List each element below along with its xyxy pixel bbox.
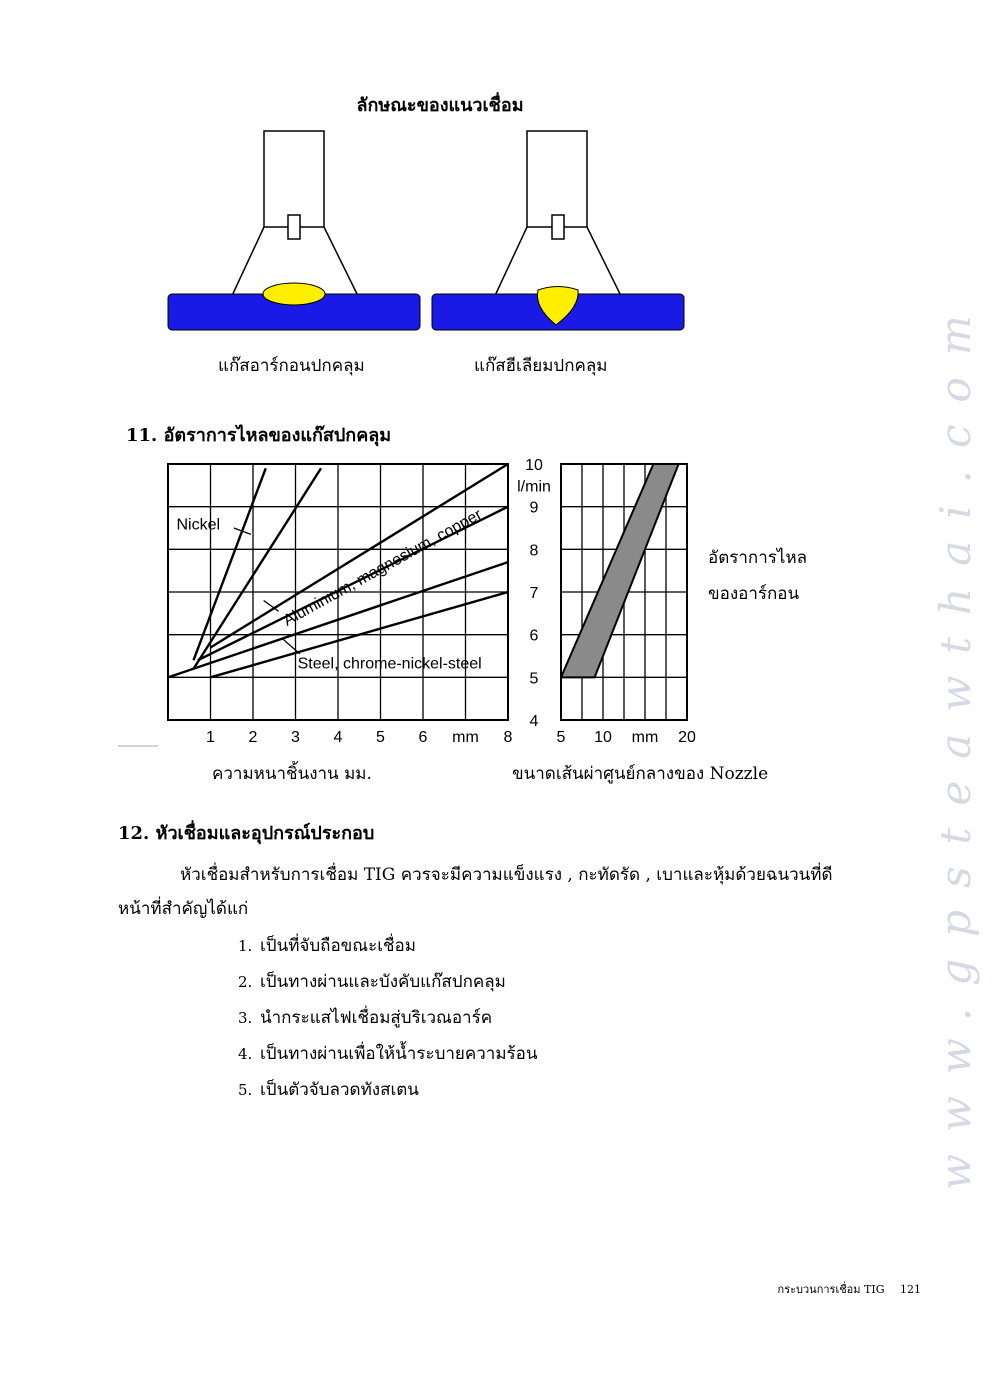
list-item: 4.เป็นทางผ่านเพื่อให้น้ำระบายความร้อน xyxy=(238,1044,538,1064)
page-number: 121 xyxy=(900,1283,921,1296)
footer-label: กระบวนการเชื่อม TIG xyxy=(777,1283,885,1296)
list-item: 1.เป็นที่จับถือขณะเชื่อม xyxy=(238,936,416,956)
band-group xyxy=(561,464,680,679)
section-12-title: 12. หัวเชื่อมและอุปกรณ์ประกอบ xyxy=(118,823,375,844)
series-group xyxy=(168,464,508,679)
x-tick-label: 2 xyxy=(249,729,258,746)
aluminium-label: Aluminium, magnesium, copper xyxy=(281,506,486,630)
watermark: www.gpsteawthai.com xyxy=(931,293,980,1190)
section-11-title: 11. อัตราการไหลของแก๊สปกคลุม xyxy=(126,425,392,446)
torch-paragraph-line2: หน้าที่สำคัญได้แก่ xyxy=(118,899,249,919)
list-item: 5.เป็นตัวจับลวดทังสเตน xyxy=(238,1080,419,1100)
series-line xyxy=(210,590,508,679)
torch-body xyxy=(263,130,325,228)
y-tick-label: 8 xyxy=(530,542,539,559)
x-tick-label: 10 xyxy=(594,729,612,746)
nickel-label: Nickel xyxy=(177,517,221,534)
y-tick-label: 6 xyxy=(530,628,539,645)
label-pointer xyxy=(282,638,301,655)
series-line xyxy=(197,505,508,662)
nozzle-caption: ขนาดเส้นผ่าศูนย์กลางของ Nozzle xyxy=(512,764,769,784)
list-item: 3.นำกระแสไฟเชื่อมสู่บริเวณอาร์ค xyxy=(238,1008,493,1028)
steel-label: Steel, chrome-nickel-steel xyxy=(298,655,482,672)
x-tick-label: 3 xyxy=(291,729,300,746)
argon-flow-label-2: ของอาร์กอน xyxy=(708,584,800,604)
label-pointer xyxy=(263,600,279,612)
argon-caption: แก๊สอาร์กอนปกคลุม xyxy=(218,356,365,376)
x-tick-label: 5 xyxy=(376,729,385,746)
argon-flow-label-1: อัตราการไหล xyxy=(708,548,808,568)
y-tick-label: 4 xyxy=(530,713,539,730)
series-line xyxy=(209,464,508,649)
helium-caption: แก๊สฮีเลียมปกคลุม xyxy=(474,356,608,376)
nozzle-flow-chart: 5 10 mm 20 xyxy=(557,463,696,746)
thickness-caption: ความหนาชิ้นงาน มม. xyxy=(212,764,372,784)
helium-weld-illustration xyxy=(431,130,685,331)
torch-body xyxy=(526,130,588,228)
y-tick-label: 10 xyxy=(525,457,543,474)
series-line xyxy=(168,560,508,679)
arc-cone-line xyxy=(229,226,265,301)
arc-cone-line xyxy=(586,226,624,301)
electrode xyxy=(287,214,301,240)
y-tick-label: 7 xyxy=(530,585,539,602)
weld-bead-helium xyxy=(536,286,579,326)
torch-function-list: 1.เป็นที่จับถือขณะเชื่อม 2.เป็นทางผ่านแล… xyxy=(238,932,538,1112)
arc-cone-line xyxy=(492,226,528,301)
series-line xyxy=(192,467,323,670)
arc-cone-line xyxy=(323,226,361,301)
series-line xyxy=(192,467,267,661)
flow-band xyxy=(561,464,680,679)
weld-profile-diagram xyxy=(167,130,685,331)
weld-profile-title: ลักษณะของแนวเชื่อม xyxy=(356,95,524,116)
x-tick-label: 8 xyxy=(504,729,513,746)
x-tick-label: 20 xyxy=(678,729,696,746)
y-tick-label: 9 xyxy=(530,500,539,517)
x-tick-label: 4 xyxy=(334,729,343,746)
argon-weld-illustration xyxy=(167,130,421,331)
x-tick-label: 5 xyxy=(557,729,566,746)
list-item: 2.เป็นทางผ่านและบังคับแก๊สปกคลุม xyxy=(238,972,506,992)
label-pointer xyxy=(233,527,252,536)
y-unit-label: l/min xyxy=(517,478,551,495)
page-footer: กระบวนการเชื่อม TIG 121 xyxy=(778,1280,921,1298)
x-tick-label: mm xyxy=(452,729,479,746)
plot-frame xyxy=(560,463,688,721)
weld-bead-argon xyxy=(262,282,326,306)
torch-paragraph-line1: หัวเชื่อมสำหรับการเชื่อม TIG ควรจะมีความ… xyxy=(180,865,833,885)
x-tick-label: 6 xyxy=(419,729,428,746)
x-tick-label: mm xyxy=(632,729,659,746)
x-tick-label: 1 xyxy=(206,729,215,746)
electrode xyxy=(551,214,565,240)
y-tick-label: 5 xyxy=(530,670,539,687)
